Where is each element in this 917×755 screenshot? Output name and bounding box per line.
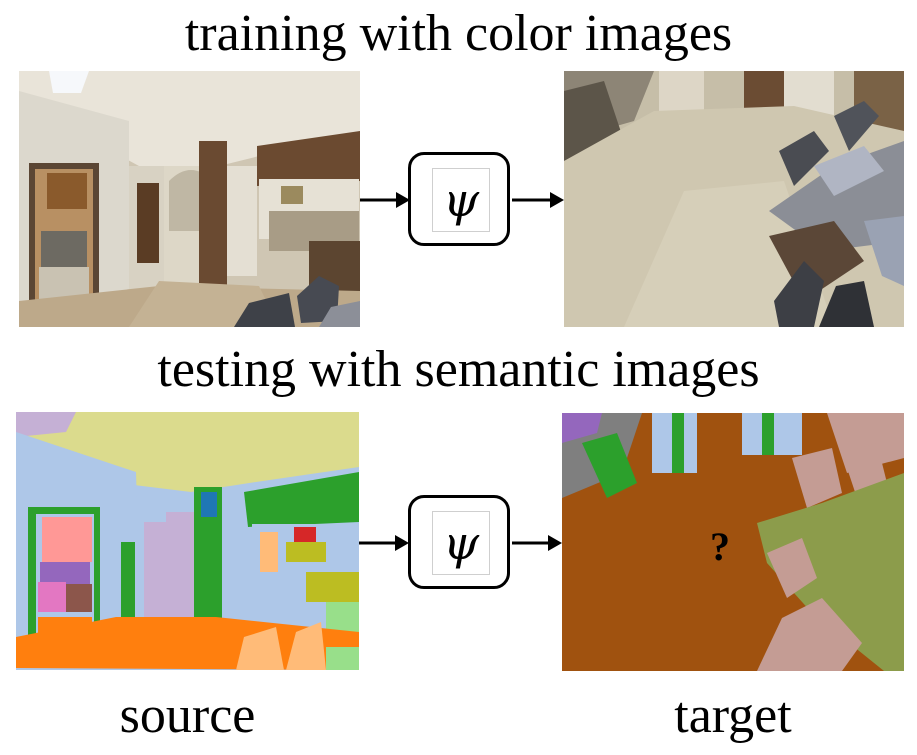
arrow-right-icon — [512, 535, 562, 551]
model-box-testing: ψ — [408, 495, 510, 589]
caption-source: source — [119, 687, 256, 744]
model-box-training: ψ — [408, 152, 510, 246]
psi-symbol: ψ — [432, 168, 490, 232]
color-source-image — [19, 71, 360, 327]
arrow-right-icon — [360, 192, 410, 208]
arrow-right-icon — [512, 192, 564, 208]
semantic-source-image — [16, 412, 359, 670]
unknown-marker: ? — [710, 524, 730, 569]
caption-target: target — [674, 687, 792, 744]
psi-symbol: ψ — [432, 511, 490, 575]
arrow-right-icon — [359, 535, 409, 551]
title-training: training with color images — [184, 5, 733, 62]
color-target-image — [564, 71, 904, 327]
title-testing: testing with semantic images — [157, 341, 760, 398]
semantic-target-image: ? — [562, 413, 904, 671]
